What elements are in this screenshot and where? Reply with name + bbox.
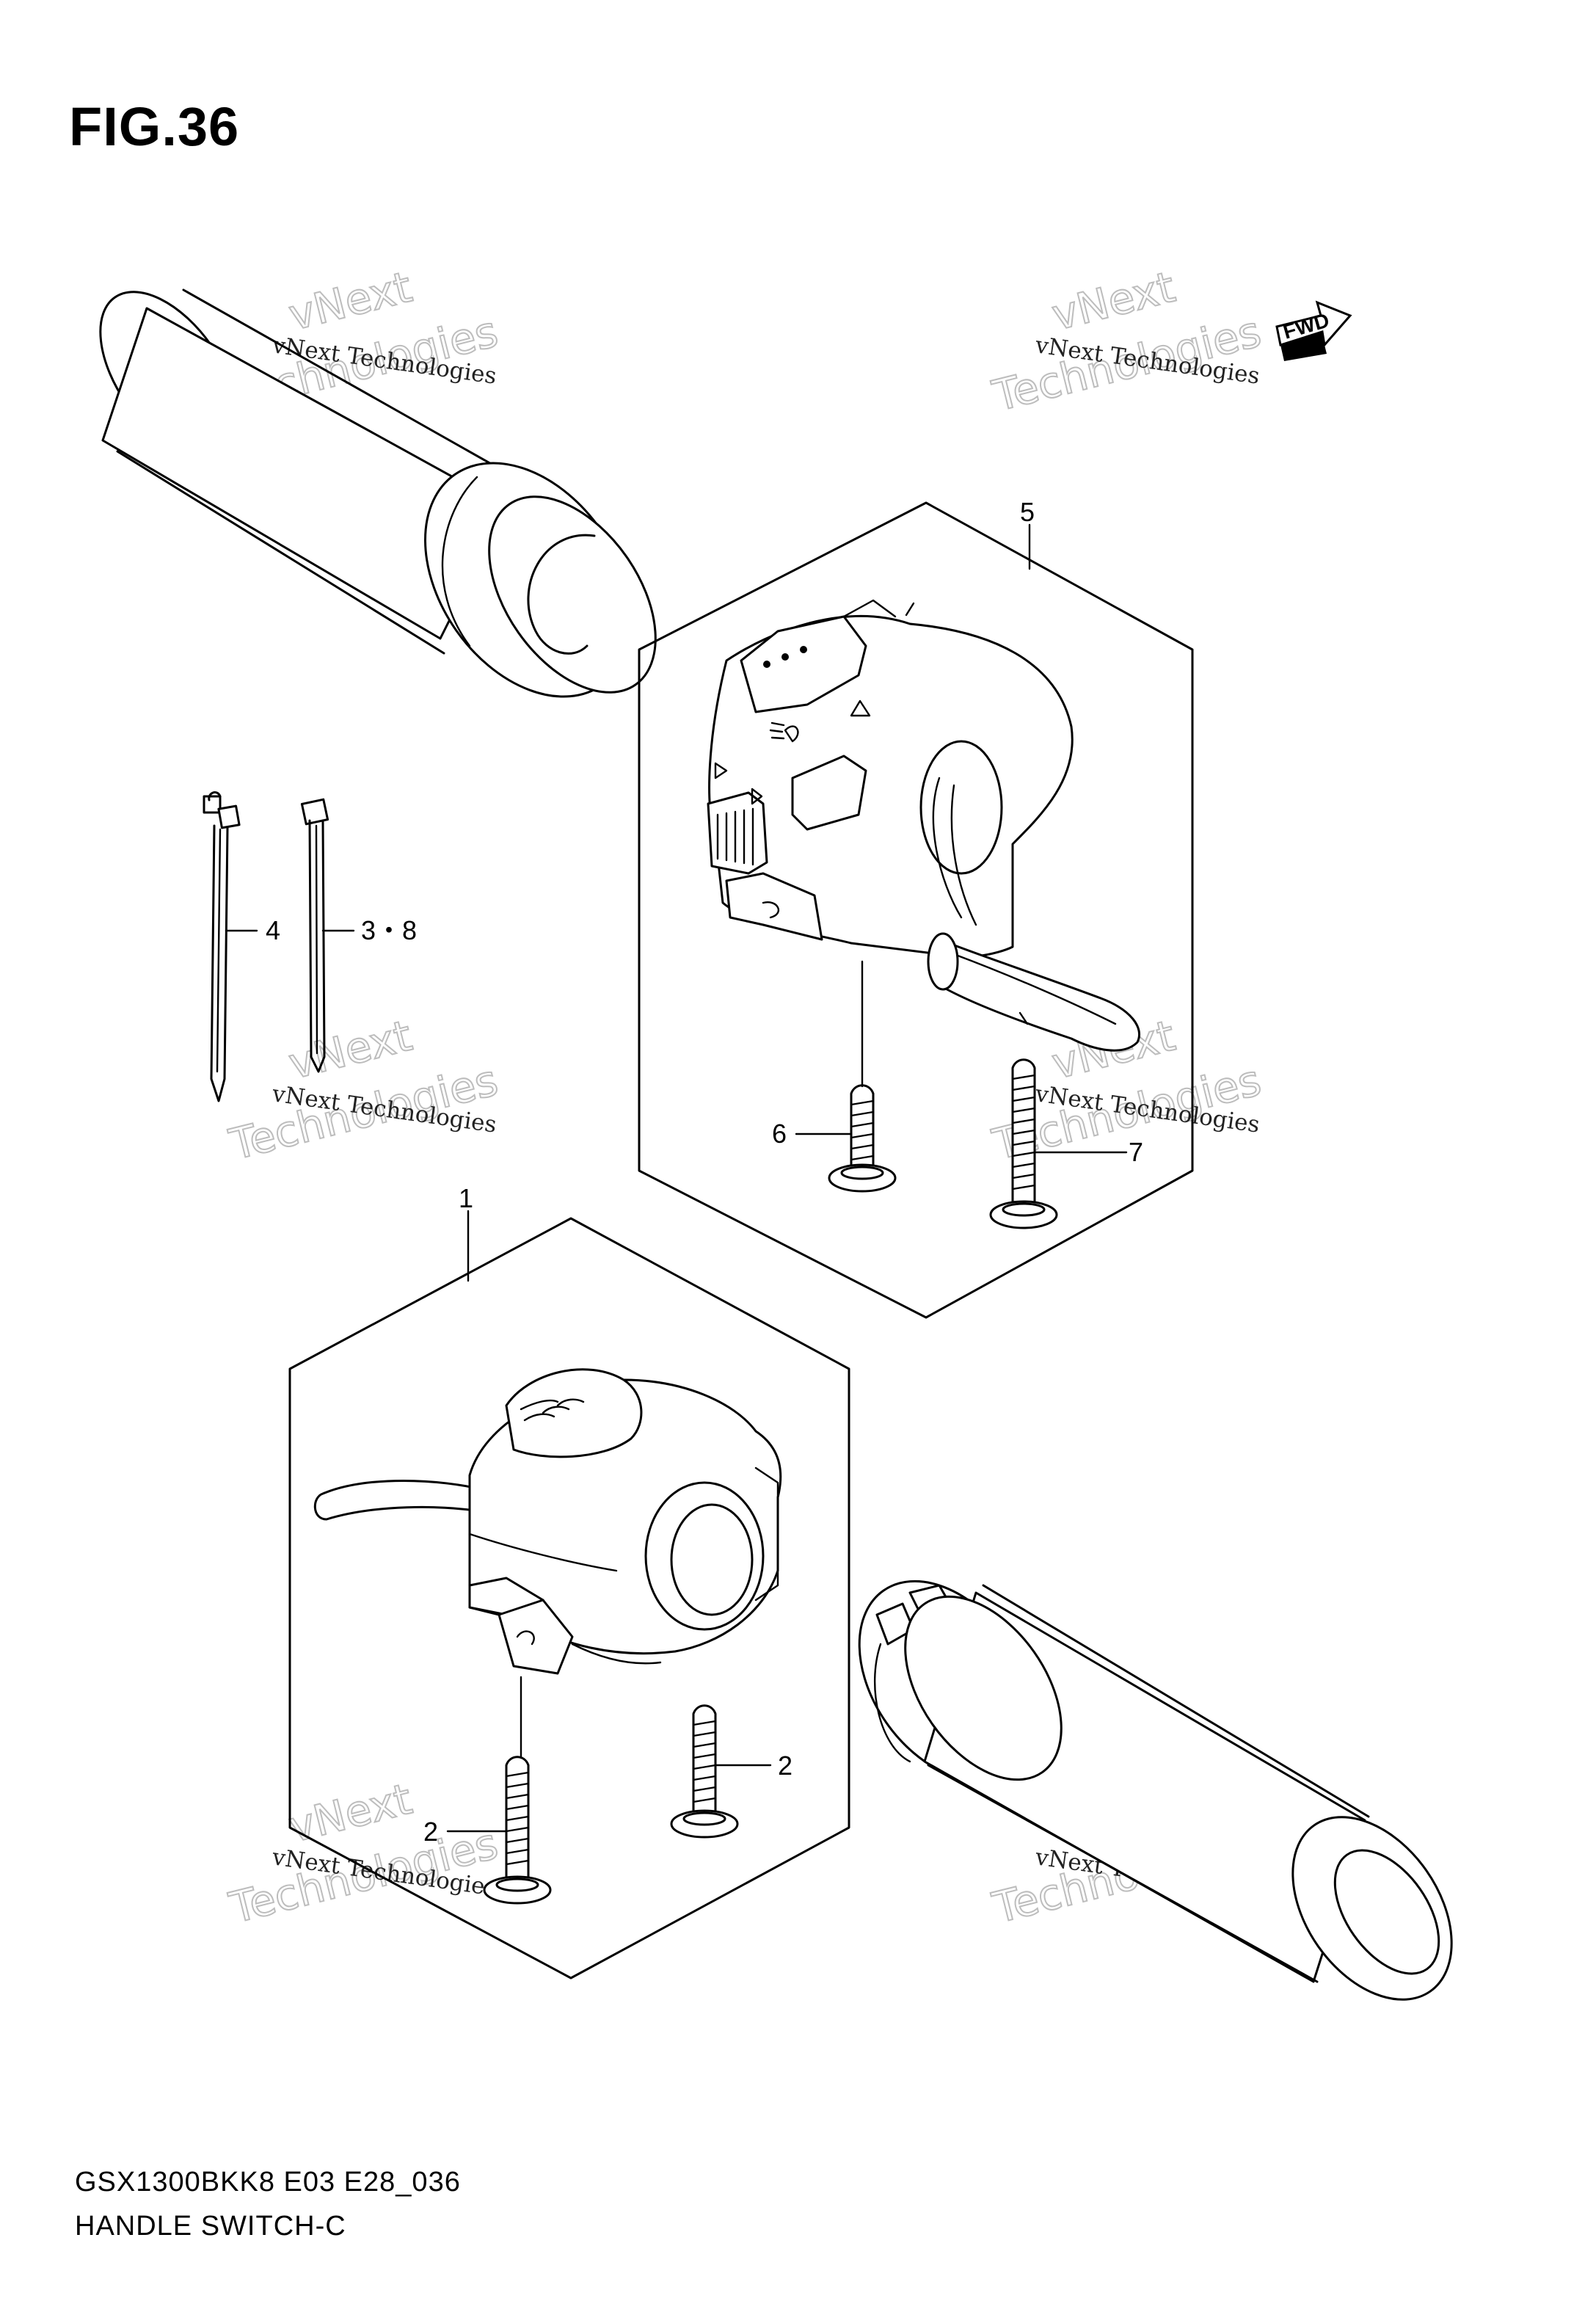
svg-text:vNext: vNext [284,1774,417,1853]
cable-tie-4 [203,791,241,1102]
svg-text:vNext: vNext [1047,262,1180,341]
screw-part-2-right [670,1704,739,1839]
right-switch-assembly-part-5 [707,599,1140,1052]
screw-part-6 [828,1084,897,1193]
assembly-outline-part-5 [638,501,1194,1319]
throttle-grip [858,1579,1453,2001]
svg-text:vNext: vNext [284,1011,417,1089]
callout-part-7: 7 [1129,1137,1143,1167]
svg-text:vNext: vNext [284,262,417,341]
watermark-bottom-left: vNext Technologies vNext Technologies [224,1773,503,1934]
callout-part-2-left: 2 [423,1817,438,1847]
callout-part-4: 4 [266,915,280,945]
watermark-top-right: vNext Technologies vNext Technologies [987,261,1267,422]
figure-caption: HANDLE SWITCH-C [75,2211,346,2242]
callout-part-2-right: 2 [778,1751,792,1781]
cable-tie-3-8 [300,798,329,1073]
left-handlebar-grip [99,288,657,698]
watermark-mid-left: vNext Technologies vNext Technologies [224,1010,503,1171]
callout-part-3-8: 3・8 [361,915,417,945]
callout-part-1: 1 [459,1183,473,1213]
screw-part-2-left [483,1756,552,1905]
left-switch-assembly-part-1 [313,1368,782,1675]
model-code: GSX1300BKK8 E03 E28_036 [75,2167,461,2198]
assembly-outline-part-1 [288,1217,850,1980]
figure-title: FIG.36 [69,96,240,157]
screw-part-7 [989,1058,1058,1229]
fwd-arrow-icon: FWD [1275,300,1352,361]
leader-lines [225,523,1128,1833]
callout-part-6: 6 [772,1119,787,1149]
callout-part-5: 5 [1020,497,1035,527]
